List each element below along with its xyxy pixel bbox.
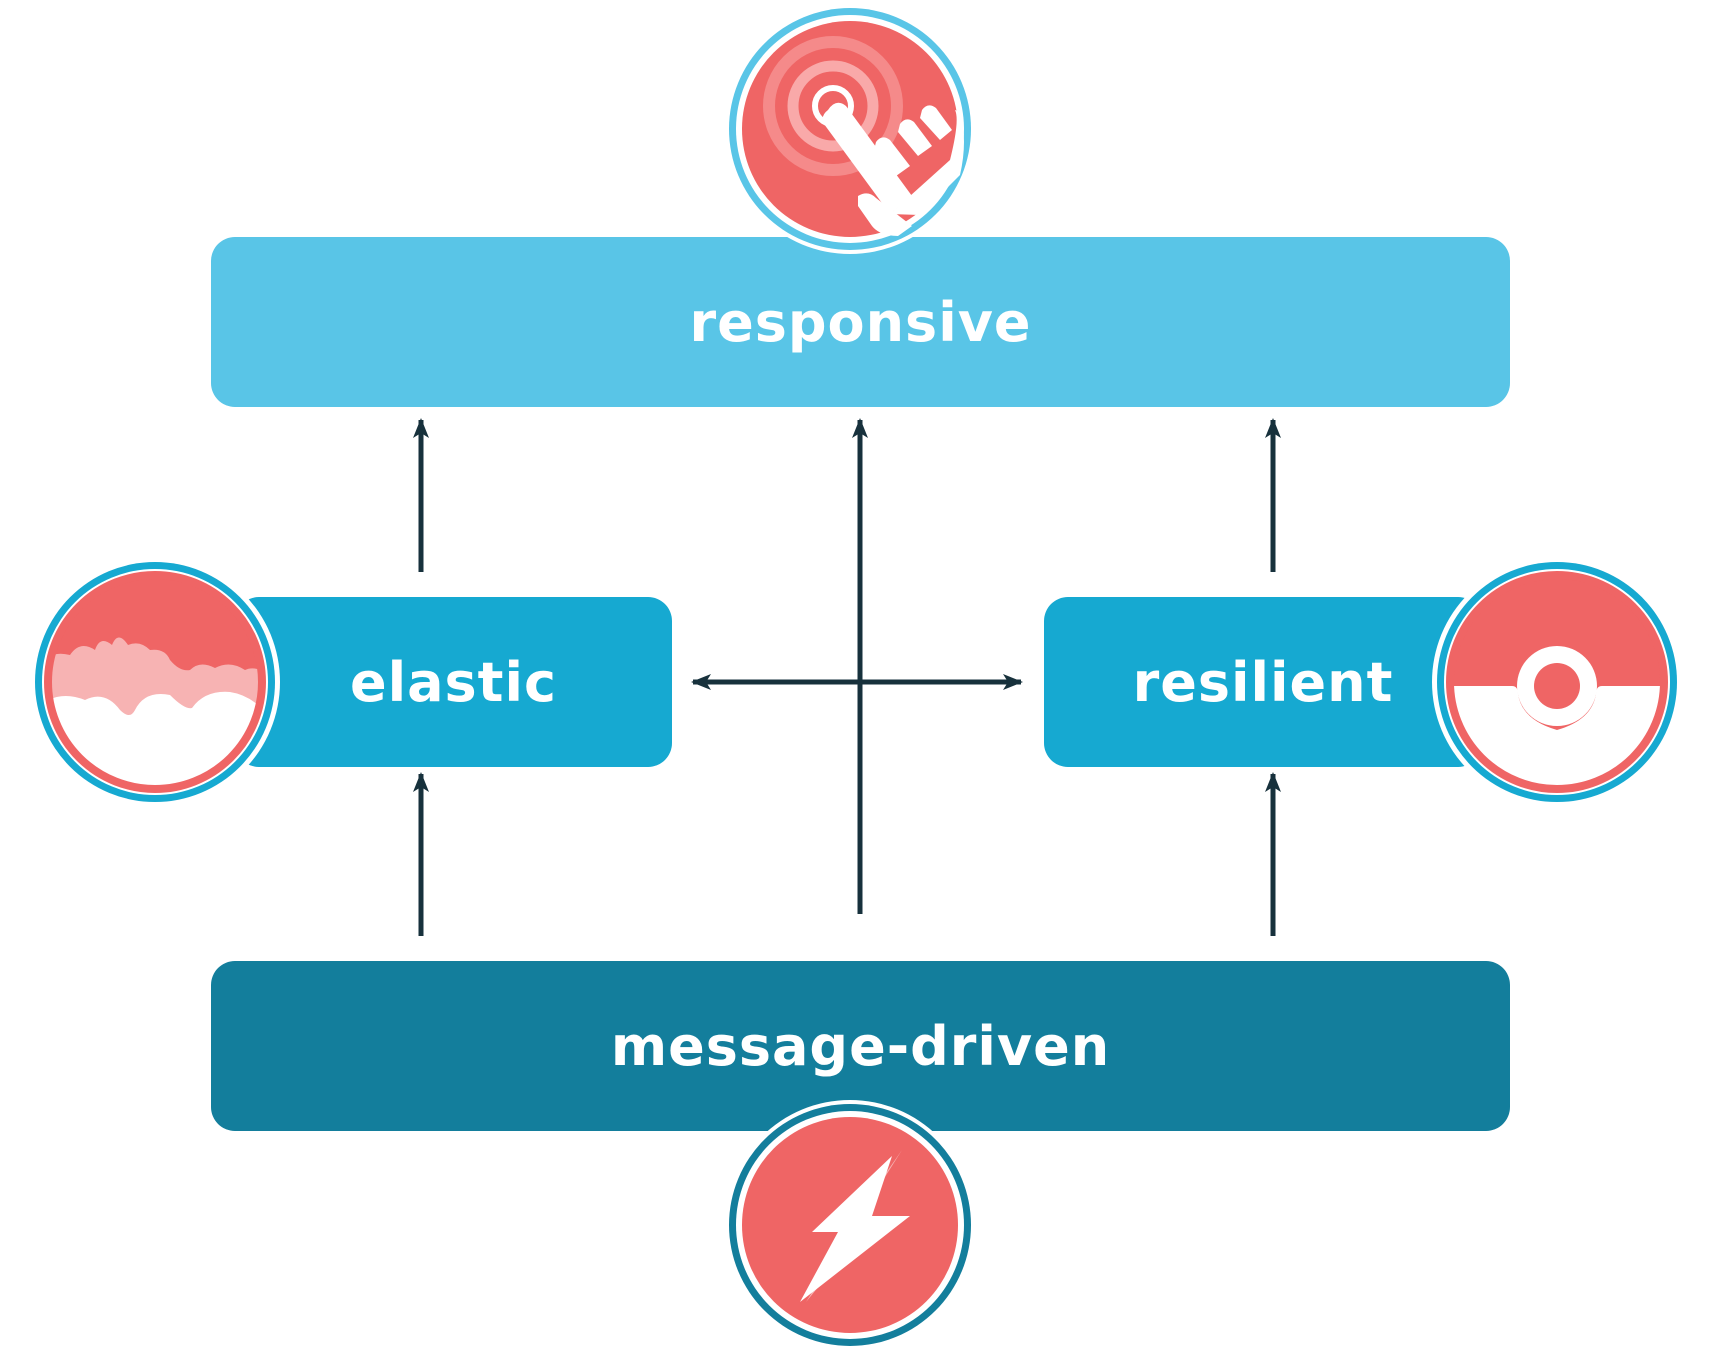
message-driven-label: message-driven (610, 1014, 1111, 1078)
elastic-box: elastic (235, 597, 672, 767)
arrows (413, 418, 1281, 936)
responsive-label: responsive (689, 290, 1032, 354)
lightning-bolt-icon (725, 1100, 975, 1350)
resilient-label: resilient (1132, 650, 1394, 714)
touch-hand-icon (725, 4, 975, 254)
elastic-label: elastic (349, 650, 558, 714)
responsive-box: responsive (211, 237, 1510, 407)
resilient-box: resilient (1044, 597, 1482, 767)
cloud-icon (30, 557, 280, 807)
message-driven-box: message-driven (211, 961, 1510, 1131)
lifebuoy-icon (1432, 557, 1682, 807)
